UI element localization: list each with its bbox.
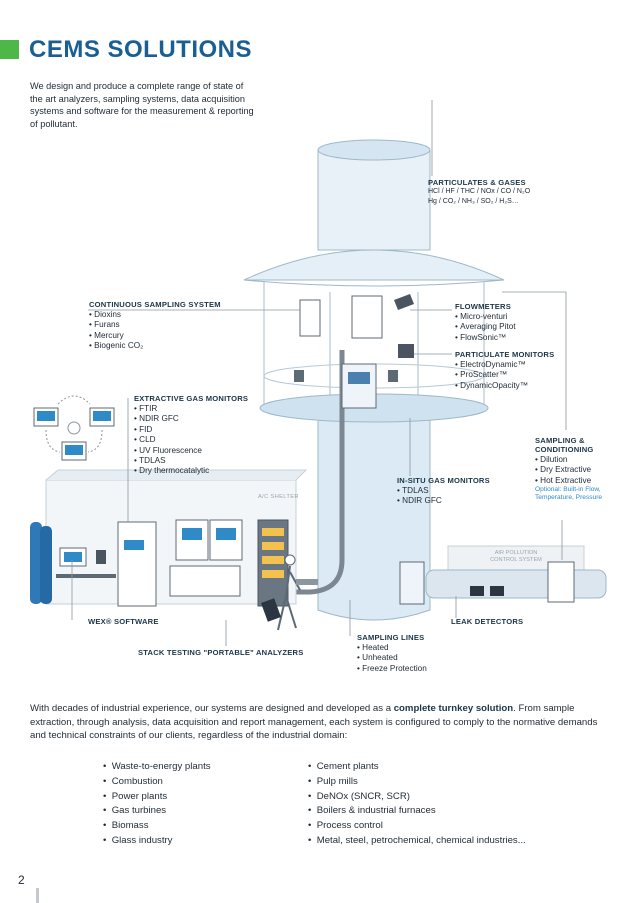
list-item: FTIR <box>134 404 248 414</box>
continuous-sampling-title: CONTINUOUS SAMPLING SYSTEM <box>89 300 221 309</box>
list-item: Biomass <box>103 819 211 834</box>
list-item: Process control <box>308 819 526 834</box>
list-item: Mercury <box>89 331 221 341</box>
insitu-gas-list: TDLAS NDIR GFC <box>397 486 490 507</box>
sampling-lines-label: SAMPLING LINES Heated Unheated Freeze Pr… <box>357 633 427 674</box>
list-item: Averaging Pitot <box>455 322 515 332</box>
extractive-gas-label: EXTRACTIVE GAS MONITORS FTIR NDIR GFC FI… <box>134 394 248 477</box>
list-item: DynamicOpacity™ <box>455 381 554 391</box>
list-item: Micro-venturi <box>455 312 516 322</box>
sampling-conditioning-title-1: SAMPLING & <box>535 436 585 445</box>
list-item: Furans <box>89 320 221 330</box>
list-item: TDLAS <box>397 486 490 496</box>
page-title: CEMS SOLUTIONS <box>29 36 253 63</box>
list-item: ProScatter™ <box>455 370 554 380</box>
list-item: CLD <box>134 435 248 445</box>
list-item: Hot Extractive <box>535 476 602 486</box>
extractive-gas-list: FTIR NDIR GFC FID CLD UV Fluorescence TD… <box>134 404 248 477</box>
particulate-monitors-label: PARTICULATE MONITORS ElectroDynamic™ Pro… <box>455 350 554 391</box>
turnkey-paragraph: With decades of industrial experience, o… <box>30 702 610 743</box>
intro-paragraph: We design and produce a complete range o… <box>30 81 254 129</box>
list-item: Glass industry <box>103 834 211 849</box>
industries-right-list: Cement plants Pulp mills DeNOx (SNCR, SC… <box>308 760 526 849</box>
continuous-sampling-label: CONTINUOUS SAMPLING SYSTEM Dioxins Furan… <box>89 300 221 352</box>
para-part-2: . From sample extraction, through analys… <box>30 703 598 742</box>
list-item: Dry thermocatalytic <box>134 466 248 476</box>
particulates-gases-label: PARTICULATES & GASES HCl / HF / THC / NO… <box>428 178 530 207</box>
list-item: Dioxins <box>89 310 221 320</box>
particulate-monitors-list: ElectroDynamic™ ProScatter™ DynamicOpaci… <box>455 360 554 391</box>
industries-left-list: Waste-to-energy plants Combustion Power … <box>103 760 211 849</box>
apcs-line-1: AIR POLLUTION <box>494 550 538 556</box>
continuous-sampling-list: Dioxins Furans Mercury Biogenic CO₂ <box>89 310 221 352</box>
leak-detectors-label: LEAK DETECTORS <box>451 617 524 626</box>
list-item: Combustion <box>103 775 211 790</box>
list-item: NDIR GFC <box>397 496 490 506</box>
optional-note-2: Temperature, Pressure <box>535 494 603 502</box>
particulates-gases-line2: Hg / CO₂ / NH₃ / SO₂ / H₂S… <box>428 198 519 205</box>
wex-software-label: WEX® SOFTWARE <box>88 617 159 626</box>
list-item: DeNOx (SNCR, SCR) <box>308 790 526 805</box>
stack-testing-label: STACK TESTING "PORTABLE" ANALYZERS <box>138 648 304 657</box>
list-item: ElectroDynamic™ <box>455 360 554 370</box>
list-item: Gas turbines <box>103 804 211 819</box>
sampling-conditioning-title-2: CONDITIONING <box>535 445 594 454</box>
apcs-label: AIR POLLUTION CONTROL SYSTEM <box>456 550 576 564</box>
list-item: UV Fluorescence <box>134 446 248 456</box>
optional-note-1: Optional: Built-in Flow, <box>535 486 601 494</box>
list-item: Cement plants <box>308 760 526 775</box>
insitu-gas-title: IN-SITU GAS MONITORS <box>397 476 490 485</box>
list-item: Dilution <box>535 455 602 465</box>
list-item: TDLAS <box>134 456 248 466</box>
insitu-gas-label: IN-SITU GAS MONITORS TDLAS NDIR GFC <box>397 476 490 507</box>
list-item: NDIR GFC <box>134 414 248 424</box>
flowmeters-title: FLOWMETERS <box>455 302 511 311</box>
list-item: Freeze Protection <box>357 664 427 674</box>
list-item: FlowSonic™ <box>455 333 516 343</box>
sampling-conditioning-label: SAMPLING & CONDITIONING Dilution Dry Ext… <box>535 436 602 502</box>
para-part-1: With decades of industrial experience, o… <box>30 703 394 714</box>
list-item: Heated <box>357 643 427 653</box>
list-item: FID <box>134 425 248 435</box>
flowmeters-label: FLOWMETERS Micro-venturi Averaging Pitot… <box>455 302 516 343</box>
list-item: Waste-to-energy plants <box>103 760 211 775</box>
sampling-conditioning-list: Dilution Dry Extractive Hot Extractive <box>535 455 602 486</box>
list-item: Biogenic CO₂ <box>89 341 221 351</box>
flowmeters-list: Micro-venturi Averaging Pitot FlowSonic™ <box>455 312 516 343</box>
sampling-lines-list: Heated Unheated Freeze Protection <box>357 643 427 674</box>
extractive-gas-title: EXTRACTIVE GAS MONITORS <box>134 394 249 403</box>
page-number: 2 <box>18 873 25 887</box>
accent-square <box>0 40 19 59</box>
list-item: Boilers & industrial furnaces <box>308 804 526 819</box>
apcs-line-2: CONTROL SYSTEM <box>490 557 542 563</box>
list-item: Unheated <box>357 653 427 663</box>
list-item: Power plants <box>103 790 211 805</box>
list-item: Pulp mills <box>308 775 526 790</box>
shelter-label: A/C SHELTER <box>258 494 299 500</box>
page-marker <box>36 888 39 903</box>
particulate-monitors-title: PARTICULATE MONITORS <box>455 350 555 359</box>
sampling-lines-title: SAMPLING LINES <box>357 633 425 642</box>
particulates-gases-title: PARTICULATES & GASES <box>428 178 526 187</box>
list-item: Dry Extractive <box>535 465 602 475</box>
list-item: Metal, steel, petrochemical, chemical in… <box>308 834 526 849</box>
particulates-gases-line1: HCl / HF / THC / NOx / CO / N₂O <box>428 188 531 195</box>
para-bold: complete turnkey solution <box>393 703 514 714</box>
